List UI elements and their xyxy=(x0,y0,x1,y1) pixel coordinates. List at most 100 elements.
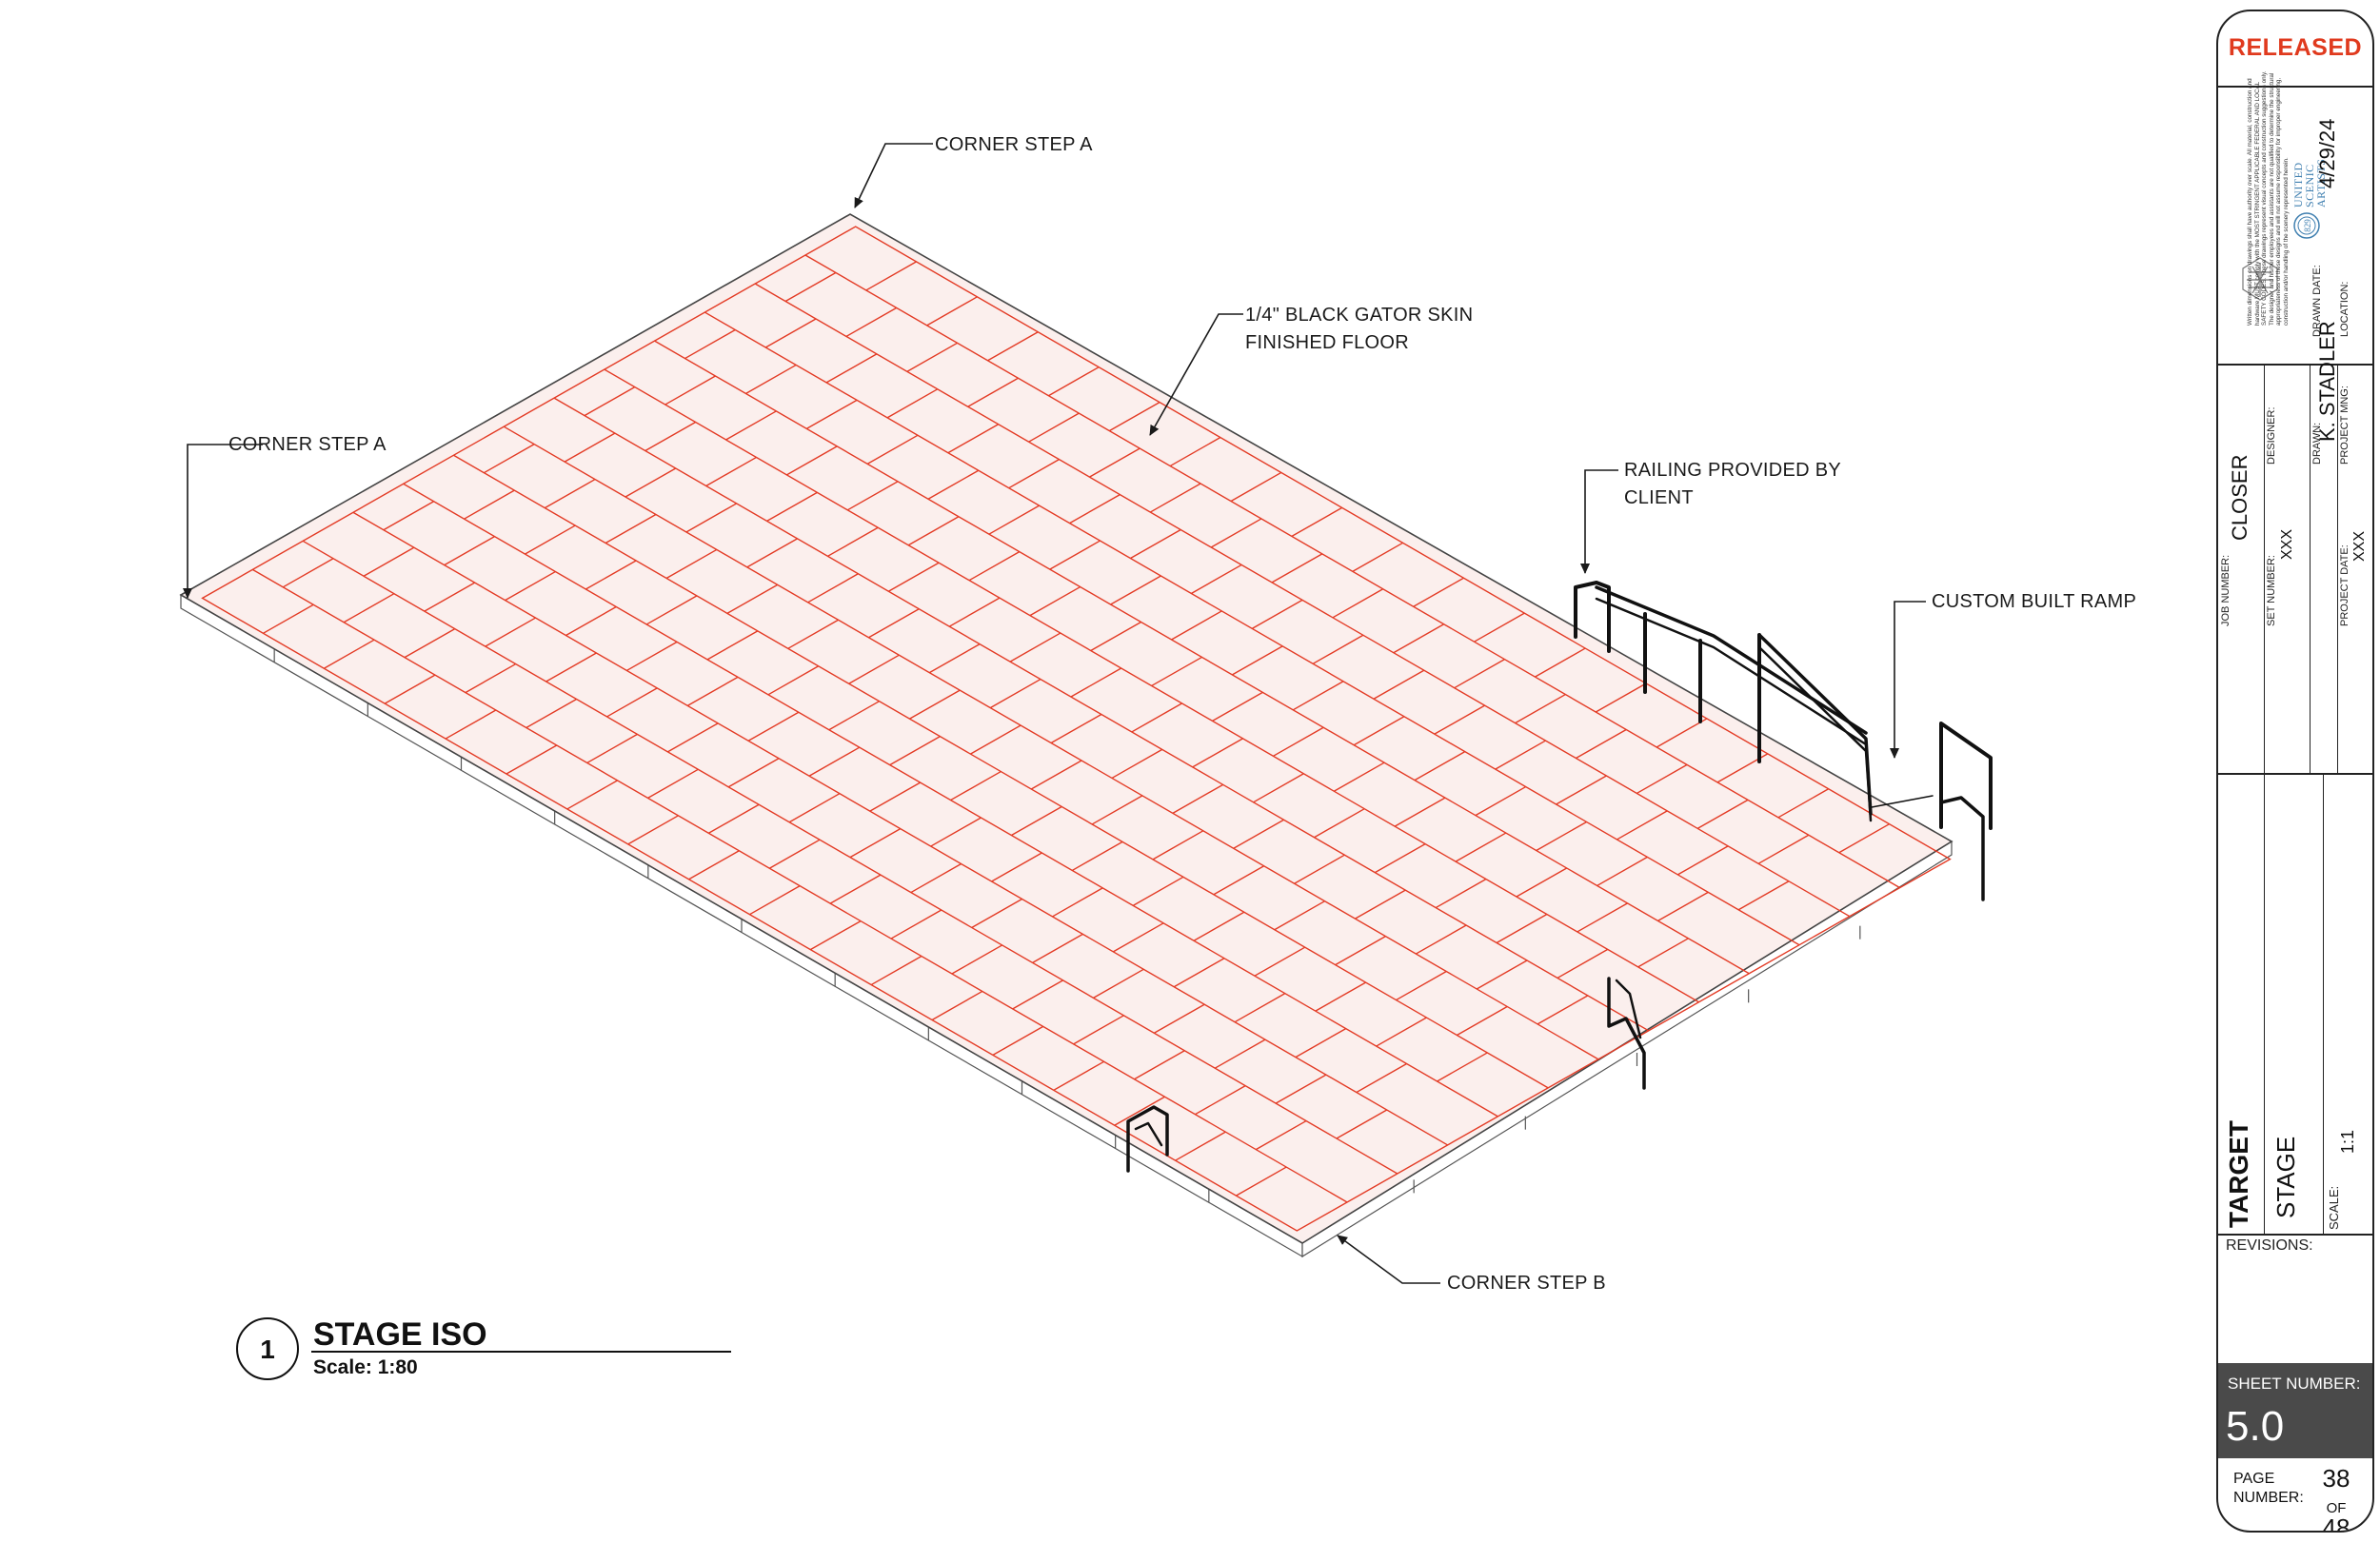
floor-seam xyxy=(1394,797,1446,827)
floor-seam xyxy=(1515,693,1566,724)
job-number-label: JOB NUMBER: xyxy=(2220,554,2231,626)
drawn-value: K. STADLER xyxy=(2315,321,2339,442)
floor-seam xyxy=(1393,623,1444,654)
stage-floor xyxy=(179,213,1954,1244)
floor-seam xyxy=(1557,948,1609,979)
floor-seam xyxy=(1154,1003,1205,1034)
floor-seam xyxy=(870,955,922,986)
floor-seam xyxy=(931,990,983,1021)
floor-seam xyxy=(1435,878,1487,909)
floor-seam xyxy=(1090,621,1141,652)
floor-seam xyxy=(764,318,817,348)
floor-seam xyxy=(1556,775,1607,805)
floor-seam xyxy=(424,582,476,612)
view-title: STAGE ISO xyxy=(313,1316,487,1353)
revisions-label: REVISIONS: xyxy=(2226,1237,2313,1254)
floor-seam xyxy=(1213,865,1265,896)
floor-seam xyxy=(1637,938,1689,968)
floor-seam xyxy=(1069,493,1121,524)
total-pages-value: 48 xyxy=(2322,1513,2350,1533)
floor-seam xyxy=(647,768,699,799)
floor-seam xyxy=(1073,1015,1124,1045)
floor-seam xyxy=(1048,366,1100,397)
floor-seam xyxy=(1191,564,1242,595)
floor-seam xyxy=(767,665,820,696)
view-scale: Scale: 1:80 xyxy=(313,1356,418,1378)
iatse-emblem-icon xyxy=(2242,257,2278,301)
divider xyxy=(2264,773,2265,1234)
floor-seam xyxy=(526,698,577,729)
floor-seam xyxy=(808,746,861,777)
floor-seam xyxy=(846,481,899,511)
railing-post xyxy=(1574,581,1611,653)
floor-seam xyxy=(1195,1085,1246,1116)
floor-seam xyxy=(1457,1005,1508,1037)
project-date-value: XXX xyxy=(2351,530,2368,562)
floor-seam xyxy=(585,560,637,590)
floor-seam xyxy=(1070,667,1122,698)
floor-seam xyxy=(464,489,515,520)
divider xyxy=(2218,364,2372,366)
floor-seam xyxy=(1132,876,1184,906)
floor-seam xyxy=(805,399,858,430)
floor-seam xyxy=(1414,751,1466,781)
page-number-label: PAGE NUMBER: xyxy=(2233,1471,2304,1506)
callout-corner-step-b: CORNER STEP B xyxy=(1447,1273,1606,1294)
floor-seam xyxy=(726,584,779,614)
floor-seam xyxy=(1110,575,1161,605)
floor-seam xyxy=(1356,1062,1407,1094)
client-name: TARGET xyxy=(2224,1119,2253,1228)
floor-seam xyxy=(1053,1060,1104,1091)
floor-seam xyxy=(951,944,1003,975)
floor-seam xyxy=(1149,483,1201,513)
ramp-railing-return xyxy=(1939,796,1985,901)
floor-seam xyxy=(970,724,1021,755)
floor-seam xyxy=(1676,845,1729,876)
divider xyxy=(2218,773,2372,775)
floor-seam xyxy=(809,920,862,951)
floor-seam xyxy=(786,445,838,476)
floor-seam xyxy=(1030,760,1082,790)
floor-seam xyxy=(605,513,657,544)
floor-seam xyxy=(1009,632,1061,663)
floor-seam xyxy=(1376,1017,1427,1047)
floor-seam xyxy=(1173,958,1225,988)
floor-seam xyxy=(1355,889,1406,920)
front-railing xyxy=(1607,977,1646,1090)
drawn-date-value: 4/29/24 xyxy=(2315,118,2339,188)
floor-seam xyxy=(1777,788,1830,819)
status-badge: RELEASED xyxy=(2228,34,2363,61)
floor-seam xyxy=(1332,588,1384,619)
floor-seam xyxy=(906,342,958,372)
floor-seam xyxy=(948,597,1001,627)
floor-seam xyxy=(1152,830,1204,861)
floor-seam xyxy=(545,652,597,682)
floor-seam xyxy=(968,551,1021,582)
floor-seam xyxy=(1212,691,1263,722)
floor-seam xyxy=(1230,471,1282,503)
floor-seam xyxy=(1008,459,1060,489)
floor-seam xyxy=(1314,808,1365,839)
floor-seam xyxy=(627,815,679,845)
union-seal-icon: 829 xyxy=(2293,212,2320,239)
floor-seam xyxy=(384,674,436,704)
set-number-value: XXX xyxy=(2279,528,2295,560)
floor-seam xyxy=(1315,981,1366,1012)
ramp-edge-line xyxy=(1871,795,1934,808)
floor-seam xyxy=(1636,763,1688,795)
sheet-number-value: 5.0 xyxy=(2226,1403,2285,1450)
floor-seam xyxy=(865,261,917,291)
job-number-value: CLOSER xyxy=(2228,454,2251,541)
scale-label: SCALE: xyxy=(2327,1185,2341,1230)
floor-seam xyxy=(1151,656,1202,687)
floor-seam xyxy=(1353,716,1405,746)
floor-seam xyxy=(1071,841,1123,872)
floor-seam xyxy=(667,722,719,753)
floor-seam xyxy=(788,793,841,823)
location-label: LOCATION: xyxy=(2339,281,2350,337)
floor-seam xyxy=(1234,993,1286,1023)
floor-seam xyxy=(645,595,698,625)
floor-seam xyxy=(747,711,800,742)
floor-seam xyxy=(1475,785,1527,817)
floor-seam xyxy=(1294,854,1345,884)
